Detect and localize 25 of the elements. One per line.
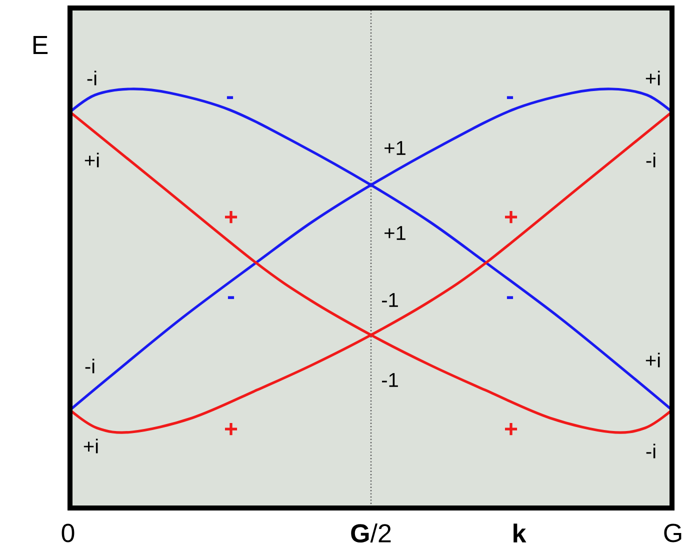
axis-label: E (33, 36, 48, 54)
phase-label: -i (85, 358, 94, 374)
phase-label: -i (646, 152, 656, 168)
tick-label: G/2 (351, 523, 391, 543)
phase-label: +i (646, 352, 660, 368)
phase-label: -1 (382, 293, 398, 307)
tick-label: 0 (62, 524, 74, 542)
phase-label: +i (646, 70, 660, 86)
phase-label: +1 (384, 226, 406, 240)
parity-sign: + (505, 422, 518, 436)
phase-label: +i (84, 152, 99, 168)
parity-sign: - (226, 96, 234, 100)
parity-sign: + (225, 422, 238, 436)
parity-sign: + (505, 210, 518, 224)
phase-label: +i (84, 438, 98, 454)
phase-label: +1 (384, 141, 406, 155)
phase-label: -1 (382, 373, 398, 387)
parity-sign: - (228, 296, 234, 300)
axis-label: k (514, 524, 526, 542)
tick-label: G (664, 524, 682, 542)
phase-label: -i (87, 70, 96, 86)
parity-sign: + (225, 210, 238, 224)
parity-sign: - (506, 296, 514, 300)
phase-label: -i (646, 444, 656, 458)
parity-sign: - (506, 96, 514, 100)
